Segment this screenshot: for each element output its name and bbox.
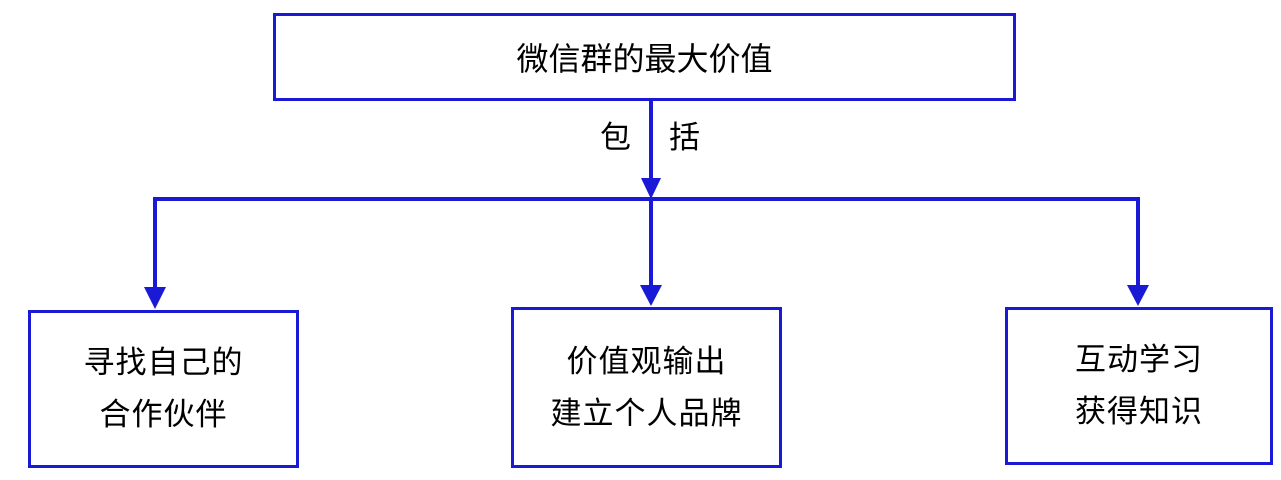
child-node-line: 建立个人品牌 (550, 395, 743, 432)
branch-arrowhead-3 (1127, 285, 1149, 306)
root-node-label: 微信群的最大价值 (516, 40, 773, 78)
child-node-brand: 价值观输出 建立个人品牌 (511, 307, 782, 468)
connector-label: 包 括 (600, 112, 700, 157)
child-node-learning: 互动学习 获得知识 (1005, 307, 1273, 465)
child-node-line: 获得知识 (1075, 394, 1203, 430)
child-node-line: 互动学习 (1075, 342, 1203, 378)
connector-label-char-1: 包 (600, 120, 631, 156)
trunk-arrowhead (641, 178, 661, 199)
child-node-line: 合作伙伴 (99, 397, 228, 433)
root-node: 微信群的最大价值 (273, 13, 1016, 101)
child-node-line: 寻找自己的 (83, 345, 244, 381)
child-node-line: 价值观输出 (566, 343, 727, 380)
connector-label-char-2: 括 (669, 120, 700, 156)
branch-arrowhead-2 (640, 285, 662, 306)
branch-arrowhead-1 (144, 287, 166, 309)
child-node-partners: 寻找自己的 合作伙伴 (28, 310, 299, 468)
